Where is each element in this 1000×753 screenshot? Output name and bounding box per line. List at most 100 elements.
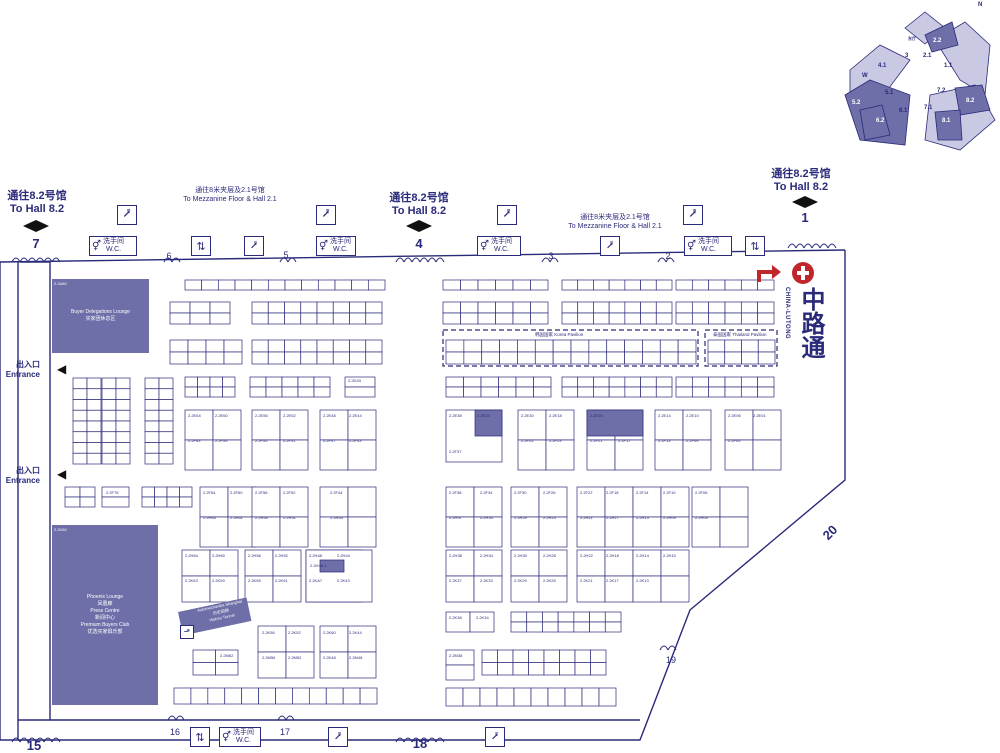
booth-cell (654, 409, 684, 441)
booth-cell (190, 687, 209, 705)
booth-label-row_f: 2.2F23 (549, 438, 562, 443)
booth-cell (632, 516, 662, 548)
booth-cell (251, 351, 269, 365)
booth-cell (590, 649, 607, 663)
booth-cell (365, 312, 383, 325)
booth-cell (460, 279, 479, 291)
booth-cell (724, 312, 742, 325)
elevator-icon: ⇅ (191, 236, 211, 256)
booth-cell (347, 409, 377, 441)
entrance-arrow-upper-icon: ◀ (57, 362, 67, 376)
booth-cell (512, 312, 531, 325)
door-arc (541, 257, 551, 263)
booth-cell (284, 312, 302, 325)
restroom-icon: ⚥ (92, 240, 102, 252)
booth-cell (624, 279, 641, 291)
booth-cell (154, 486, 168, 498)
booth-cell (655, 376, 673, 388)
booth-cell (677, 339, 697, 353)
door-arc (27, 257, 37, 263)
booth-cell (209, 575, 239, 603)
booth-cell (557, 621, 575, 633)
booth-cell (624, 351, 643, 365)
booth-cell (640, 279, 657, 291)
booth-label-row_e: 2.2E14 (658, 413, 671, 418)
booth-cell (272, 549, 302, 577)
booth-cell (141, 486, 155, 498)
booth-cell (169, 351, 189, 365)
booth-cell (199, 516, 229, 548)
booth-cell (181, 549, 211, 577)
entrance-arrow-lower-icon: ◀ (57, 467, 67, 481)
mini-map-hall-1-1: 1.1 (944, 63, 953, 69)
booth-label-row_h2: 2.2H48 (309, 553, 322, 558)
booth-label-row_g: 2.2F38 (449, 490, 462, 495)
gate-17: 17 (279, 727, 290, 737)
booth-cell (624, 376, 641, 388)
booth-cell (659, 351, 679, 365)
booth-label-row_e: 2.2E48 (323, 413, 336, 418)
door-arc (435, 737, 445, 743)
booth-cell (249, 386, 267, 398)
door-arc (657, 257, 667, 263)
booth-cell (86, 388, 102, 400)
wc-cn: 洗手间 (491, 238, 513, 245)
booth-cell (300, 339, 318, 353)
mini-map-hall-6-1: 6.1 (899, 108, 908, 114)
booth-cell (199, 486, 229, 518)
booth-cell (445, 687, 464, 707)
booth-cell (530, 312, 549, 325)
booth-label-row_h2: 2.2H22 (580, 553, 593, 558)
booth-cell (158, 420, 174, 433)
booth-cell (589, 621, 606, 633)
booth-label-row_k1: 2.2KA7 (309, 578, 323, 583)
korea-pavilion-outline (442, 329, 699, 367)
door-arc (549, 257, 559, 263)
booth-label-row_e: 2.2E10 (686, 413, 699, 418)
booth-label-row_f: 2.2F59 (215, 438, 228, 443)
booth-cell (64, 496, 81, 508)
door-arc (435, 257, 445, 263)
door-arc (819, 243, 829, 249)
booth-cell (227, 516, 257, 548)
door-arc (665, 257, 675, 263)
booth-label-row_h1: 2.2H51 (283, 515, 296, 520)
booth-label-row_h1: 2.2H21 (580, 515, 593, 520)
wc-en: W.C. (332, 246, 349, 253)
booth-cell (675, 312, 693, 325)
booth-cell (267, 312, 285, 325)
booth-cell (538, 549, 568, 577)
phoenix-lounge-booth-id: 2.2K80 (54, 527, 67, 532)
booth-cell (510, 516, 540, 548)
entrance-cn: 出入口 (16, 466, 40, 475)
booth-cell (184, 279, 203, 291)
booth-label-row_h1: 2.2H25 (543, 515, 556, 520)
booth-cell (275, 687, 293, 705)
booth-label-row_k1: 2.2K55 (248, 578, 261, 583)
booth-cell (267, 279, 286, 291)
booth-label-row_h1: 2.2H65 (203, 515, 216, 520)
phoenix-line: 新闻中心 (94, 615, 115, 621)
door-arc (403, 257, 413, 263)
booth-cell (477, 312, 496, 325)
door-arc (19, 257, 29, 263)
booth-cell (533, 376, 552, 388)
booth-cell (251, 312, 269, 325)
door-arc (827, 243, 837, 249)
booth-cell (538, 575, 568, 603)
door-arc (659, 645, 669, 651)
booth-cell (284, 279, 303, 291)
phoenix-lounge: Phoenix Lounge 凤凰廊 Press Centre 新闻中心 Pre… (52, 525, 158, 705)
booth-cell (359, 687, 378, 705)
booth-cell (660, 516, 690, 548)
booth-label-row_h2: 2.2H44 (337, 553, 350, 558)
booth-cell (347, 516, 377, 548)
booth-cell (740, 279, 759, 291)
booth-cell (473, 516, 503, 548)
booth-cell (212, 409, 242, 441)
door-arc (411, 257, 421, 263)
booth-label-row_h2: 2.2H60 (212, 553, 225, 558)
mini-map (844, 11, 996, 151)
mezzanine-en: To Mezzanine Floor & Hall 2.1 (568, 223, 662, 230)
